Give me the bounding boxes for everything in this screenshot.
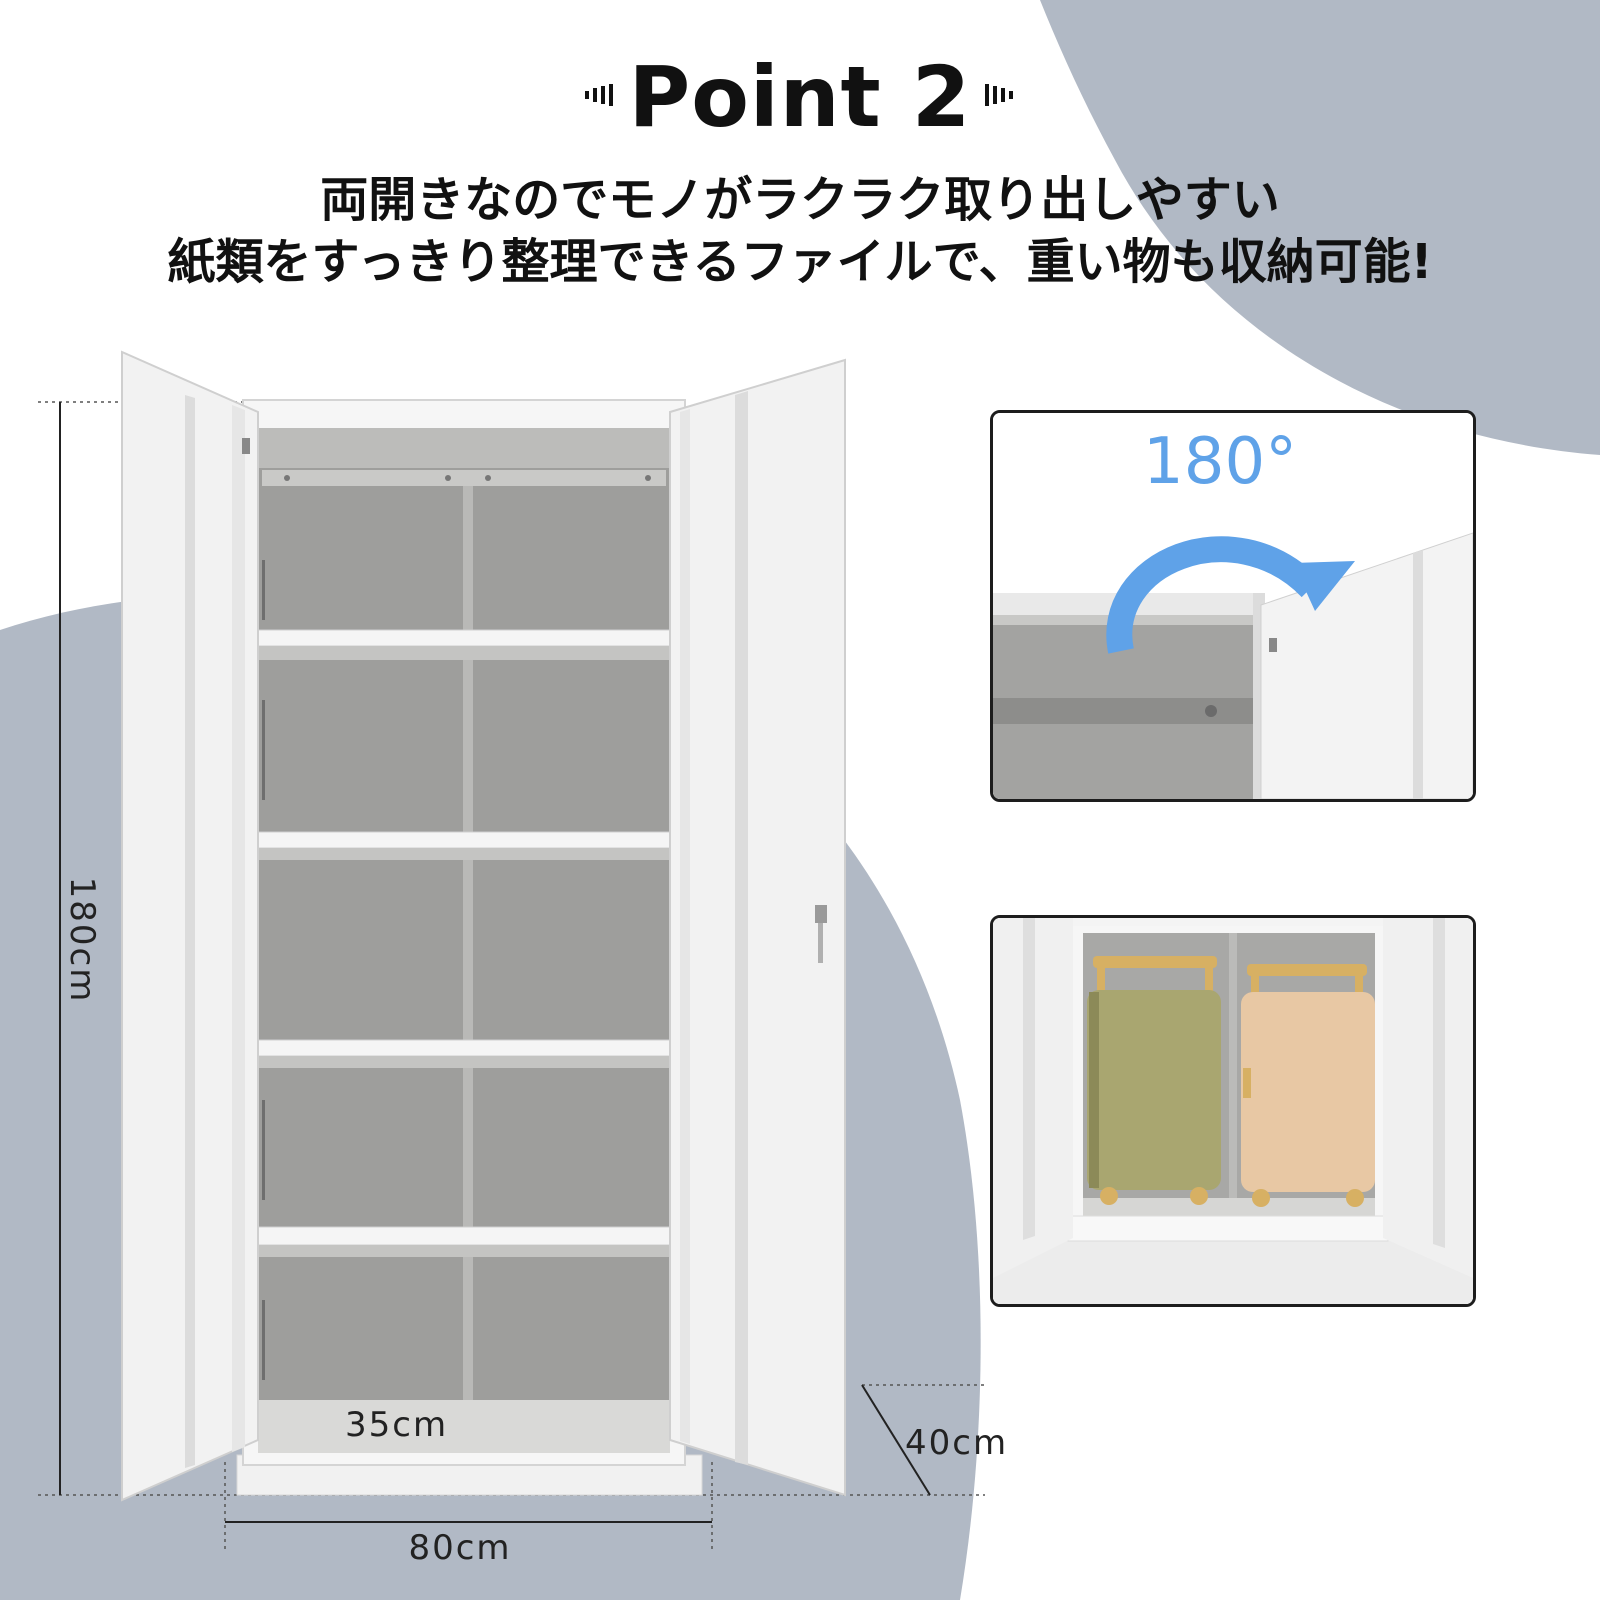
top-right-blob [1040, 0, 1600, 455]
rotation-arrow [1106, 536, 1321, 654]
beige-suitcase [1241, 964, 1375, 1207]
shelf-depth-label: 35cm [345, 1405, 449, 1445]
luggage-illustration [993, 918, 1473, 1304]
door-hinge-illustration [993, 413, 1473, 799]
shelf [257, 1226, 671, 1246]
title-decoration-right [985, 84, 1013, 106]
headline-line-1: 両開きなのでモノがラクラク取り出しやすい [320, 172, 1280, 228]
door-angle-label: 180° [1143, 425, 1298, 499]
cabinet-floor [258, 1400, 670, 1453]
door-180-inset: 180° [990, 410, 1476, 802]
title-decoration-left [585, 84, 613, 106]
width-dimension-label: 80cm [408, 1528, 512, 1568]
shelf [257, 629, 671, 647]
height-dimension-label: 180cm [62, 876, 102, 1004]
shelf [257, 1039, 671, 1057]
door-lock [815, 905, 827, 923]
luggage-storage-inset [990, 915, 1476, 1307]
green-suitcase [1087, 956, 1221, 1205]
center-divider [463, 486, 473, 1453]
headline-line-2: 紙類をすっきり整理できるファイルで、重い物も収納可能! [167, 234, 1433, 290]
shelf-holes [262, 560, 265, 1380]
shelf [257, 831, 671, 849]
point-title: Point 2 [628, 48, 972, 146]
right-door [669, 358, 846, 1497]
depth-dimension-label: 40cm [905, 1423, 1009, 1463]
